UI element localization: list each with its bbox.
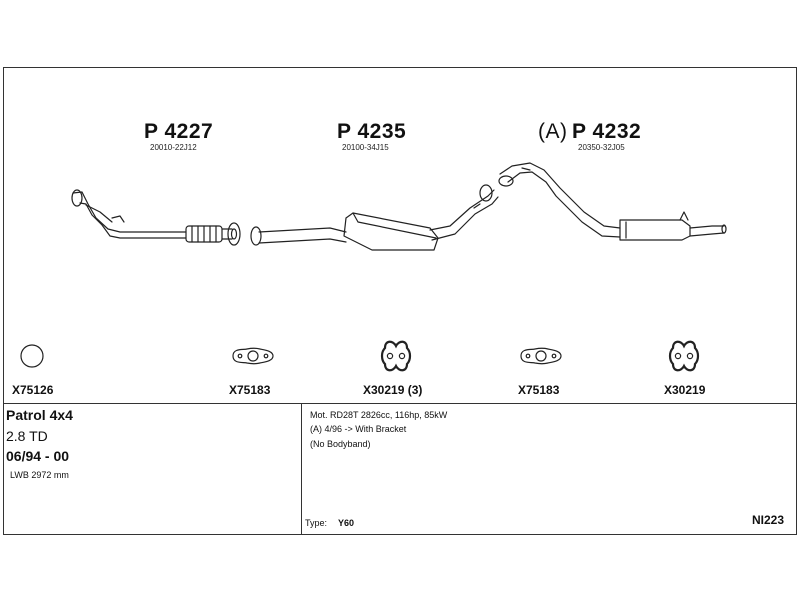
part-code-p4235: 20100-34J15 bbox=[342, 143, 389, 152]
vehicle-engine: 2.8 TD bbox=[6, 428, 48, 444]
type-value: Y60 bbox=[338, 518, 355, 528]
centre-silencer-p4235 bbox=[250, 184, 499, 251]
diagram-frame bbox=[3, 67, 797, 535]
rubber-hanger-icon bbox=[668, 340, 700, 372]
accessory-code: X75183 bbox=[229, 383, 271, 397]
accessory-code: X75126 bbox=[12, 383, 54, 397]
flange-gasket-icon bbox=[520, 347, 562, 365]
divider-horizontal bbox=[3, 403, 797, 404]
note-bodyband: (No Bodyband) bbox=[310, 439, 371, 449]
part-number-p4227: P 4227 bbox=[144, 120, 214, 143]
accessory-code: X30219 (3) bbox=[363, 383, 423, 397]
note-engine: Mot. RD28T 2826cc, 116hp, 85kW bbox=[310, 410, 448, 420]
vehicle-model: Patrol 4x4 bbox=[6, 407, 73, 423]
vehicle-wheelbase: LWB 2972 mm bbox=[10, 470, 69, 480]
part-number-p4235: P 4235 bbox=[337, 120, 407, 143]
accessory-code: X75183 bbox=[518, 383, 560, 397]
divider-vertical bbox=[301, 403, 302, 535]
part-number-p4232: P 4232 bbox=[572, 120, 642, 143]
flange-gasket-icon bbox=[232, 347, 274, 365]
part-code-p4232: 20350-32J05 bbox=[578, 143, 625, 152]
note-bracket: (A) 4/96 -> With Bracket bbox=[310, 424, 407, 434]
accessory-code: X30219 bbox=[664, 383, 706, 397]
part-code-p4227: 20010-22J12 bbox=[150, 143, 197, 152]
vehicle-dates: 06/94 - 00 bbox=[6, 448, 70, 464]
diagram-id: NI223 bbox=[752, 513, 785, 527]
type-label: Type: bbox=[305, 518, 328, 528]
rubber-hanger-icon bbox=[380, 340, 412, 372]
part-prefix-a: (A) bbox=[538, 120, 568, 143]
ring-icon bbox=[20, 344, 44, 368]
front-pipe-p4227 bbox=[71, 189, 241, 246]
rear-silencer-p4232 bbox=[498, 162, 727, 241]
